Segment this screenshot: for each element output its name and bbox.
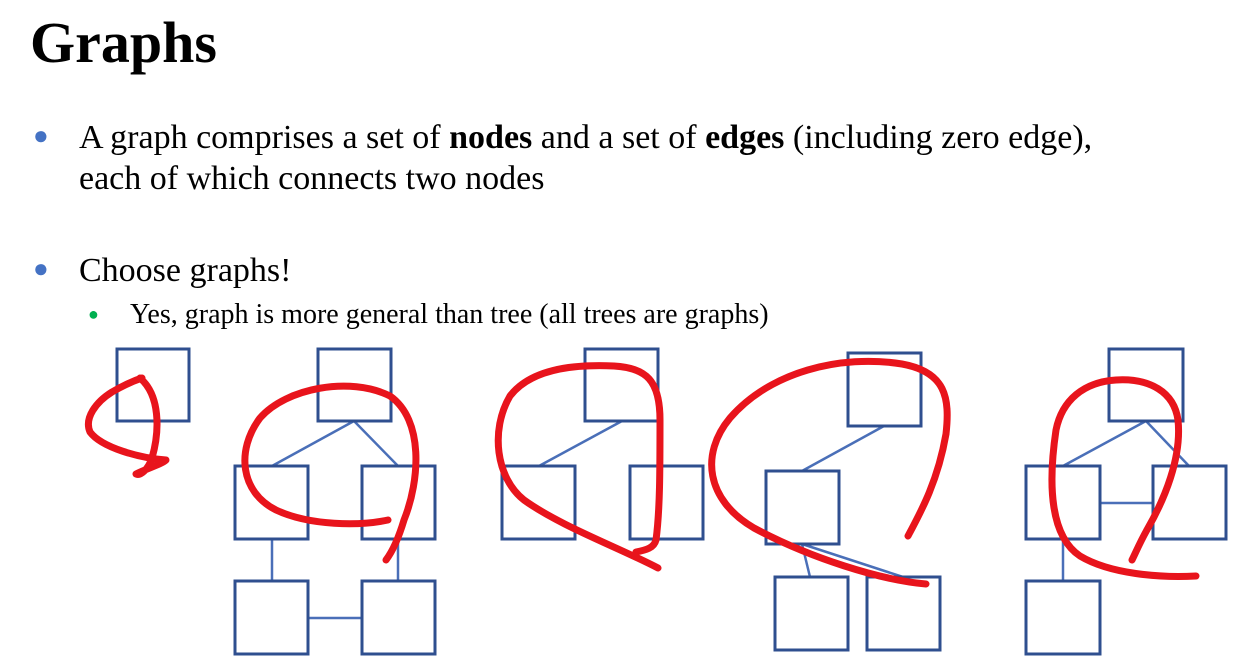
bullet-2-text: Choose graphs! xyxy=(79,252,292,289)
bullet-dot-icon: ● xyxy=(33,254,49,283)
bullet-1-bold-edges: edges xyxy=(705,119,785,156)
bullet-1-line-2: each of which connects two nodes xyxy=(79,160,545,197)
nodes xyxy=(115,347,1228,656)
graph-node xyxy=(773,575,850,652)
graph-node xyxy=(628,464,705,541)
graph-node xyxy=(233,579,310,656)
annotation-circle xyxy=(494,362,664,572)
graph-node xyxy=(1024,579,1102,656)
annotation-circle xyxy=(708,357,951,588)
graph-node xyxy=(764,469,841,546)
edge xyxy=(1062,419,1147,468)
graph-node xyxy=(583,347,660,423)
edge xyxy=(353,420,399,467)
edge xyxy=(538,419,623,468)
graph-node xyxy=(1151,464,1228,541)
graph-node xyxy=(500,464,577,541)
slide-title: Graphs xyxy=(30,10,217,75)
edge xyxy=(1145,420,1190,467)
sub-bullet-1-text: Yes, graph is more general than tree (al… xyxy=(130,299,769,330)
handwritten-annotations xyxy=(85,357,1200,588)
bullet-1-text-b: and a set of xyxy=(532,119,706,156)
bullet-1-bold-nodes: nodes xyxy=(449,119,533,156)
annotation-circle xyxy=(241,382,420,564)
edge xyxy=(801,542,904,579)
edge xyxy=(271,419,355,468)
graph-node xyxy=(865,575,942,652)
bullet-1-text-c: (including zero edge), xyxy=(784,119,1093,156)
graph-node xyxy=(1024,464,1102,541)
annotation-circle xyxy=(85,374,170,478)
graph-node xyxy=(360,579,437,656)
annotation-circle xyxy=(1048,376,1200,580)
sub-bullet-dot-icon: ● xyxy=(88,304,99,324)
bullet-1-text-a: A graph comprises a set of xyxy=(79,119,450,156)
bullet-dot-icon: ● xyxy=(33,121,49,150)
bullet-1-line-1: A graph comprises a set of nodes and a s… xyxy=(79,117,1092,158)
edge xyxy=(801,424,885,473)
